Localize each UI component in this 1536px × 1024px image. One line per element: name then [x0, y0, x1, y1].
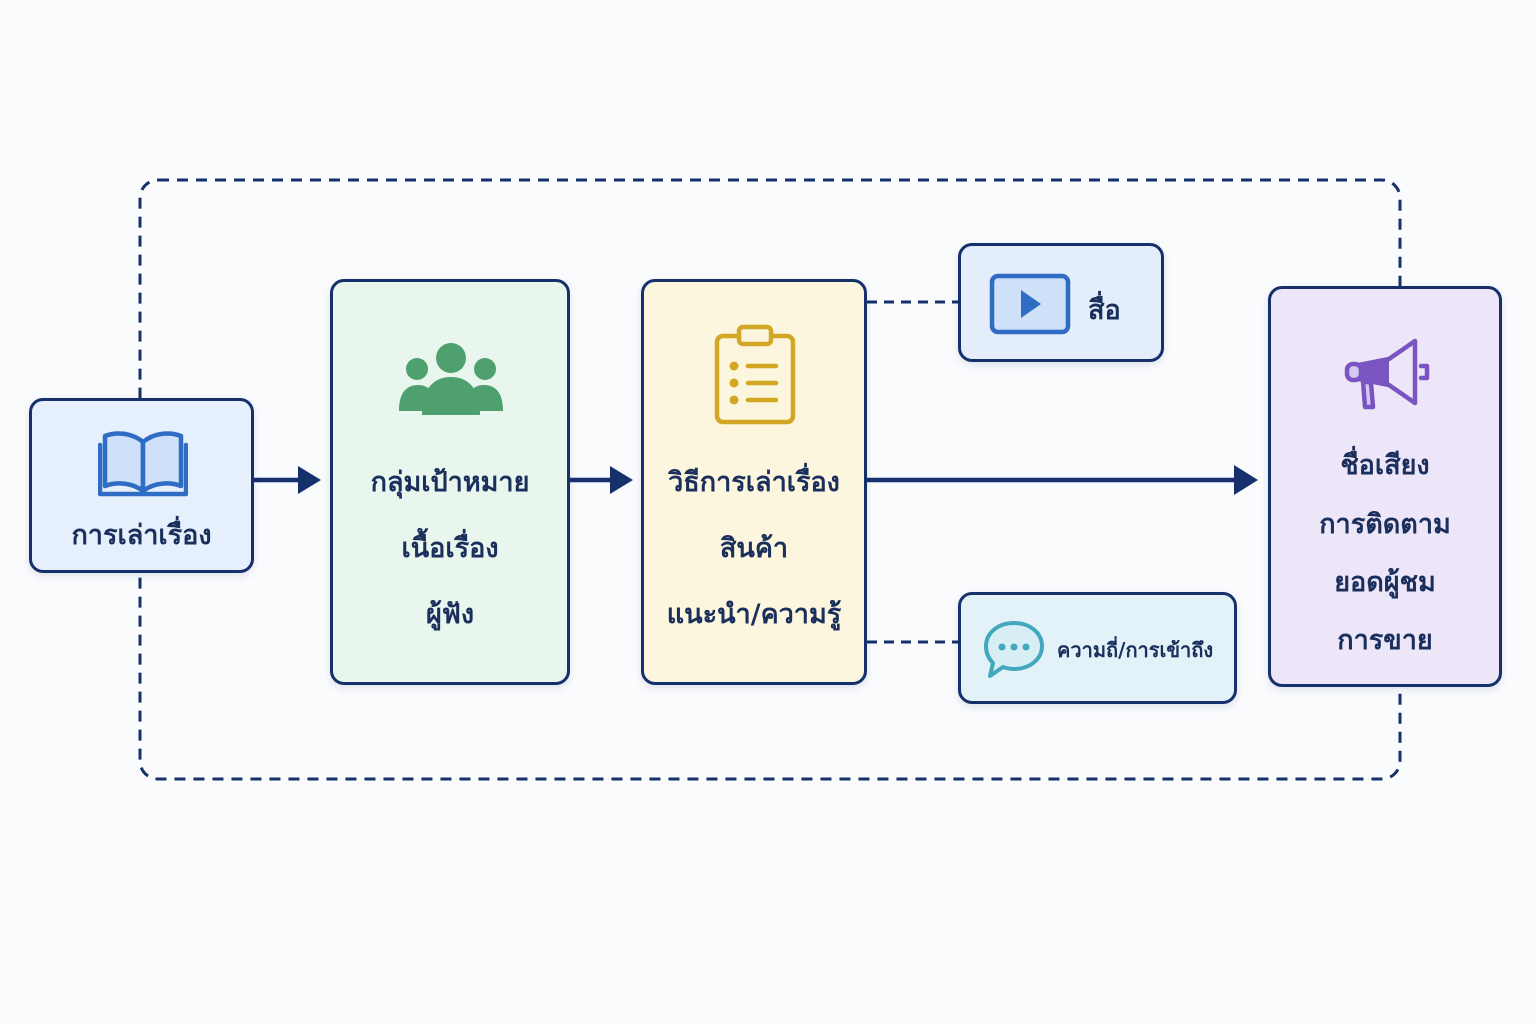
- arrowheads: [298, 465, 1258, 495]
- audience-line-3: ผู้ฟัง: [425, 599, 475, 630]
- open-book-icon: [98, 431, 188, 497]
- megaphone-icon: [1344, 338, 1430, 410]
- audience-line-2: เนื้อเรื่อง: [401, 533, 499, 564]
- people-group-icon: [399, 343, 503, 415]
- outcomes-node: ชื่อเสียง การติดตาม ยอดผู้ชม การขาย: [1268, 286, 1502, 687]
- audience-node: กลุ่มเป้าหมาย เนื้อเรื่อง ผู้ฟัง: [330, 279, 570, 685]
- chat-bubble-icon: [984, 621, 1044, 678]
- media-node: สื่อ: [958, 243, 1164, 362]
- method-line-1: วิธีการเล่าเรื่อง: [668, 467, 840, 498]
- audience-line-1: กลุ่มเป้าหมาย: [370, 467, 530, 498]
- outcomes-line-2: การติดตาม: [1319, 509, 1451, 540]
- frequency-label: ความถี่/การเข้าถึง: [1057, 638, 1214, 662]
- outcomes-line-1: ชื่อเสียง: [1340, 450, 1430, 481]
- media-label: สื่อ: [1088, 295, 1121, 326]
- method-line-3: แนะนำ/ความรู้: [666, 599, 842, 630]
- outcomes-line-4: การขาย: [1337, 625, 1433, 656]
- clipboard-list-icon: [714, 324, 796, 425]
- storytelling-node: การเล่าเรื่อง: [29, 398, 254, 573]
- storytelling-label: การเล่าเรื่อง: [71, 520, 212, 551]
- video-play-icon: [989, 273, 1071, 335]
- method-line-2: สินค้า: [719, 533, 789, 564]
- frequency-reach-node: ความถี่/การเข้าถึง: [958, 592, 1237, 704]
- outcomes-line-3: ยอดผู้ชม: [1334, 567, 1436, 598]
- storytelling-method-node: วิธีการเล่าเรื่อง สินค้า แนะนำ/ความรู้: [641, 279, 867, 685]
- scope-dashed-frame: [138, 178, 1402, 781]
